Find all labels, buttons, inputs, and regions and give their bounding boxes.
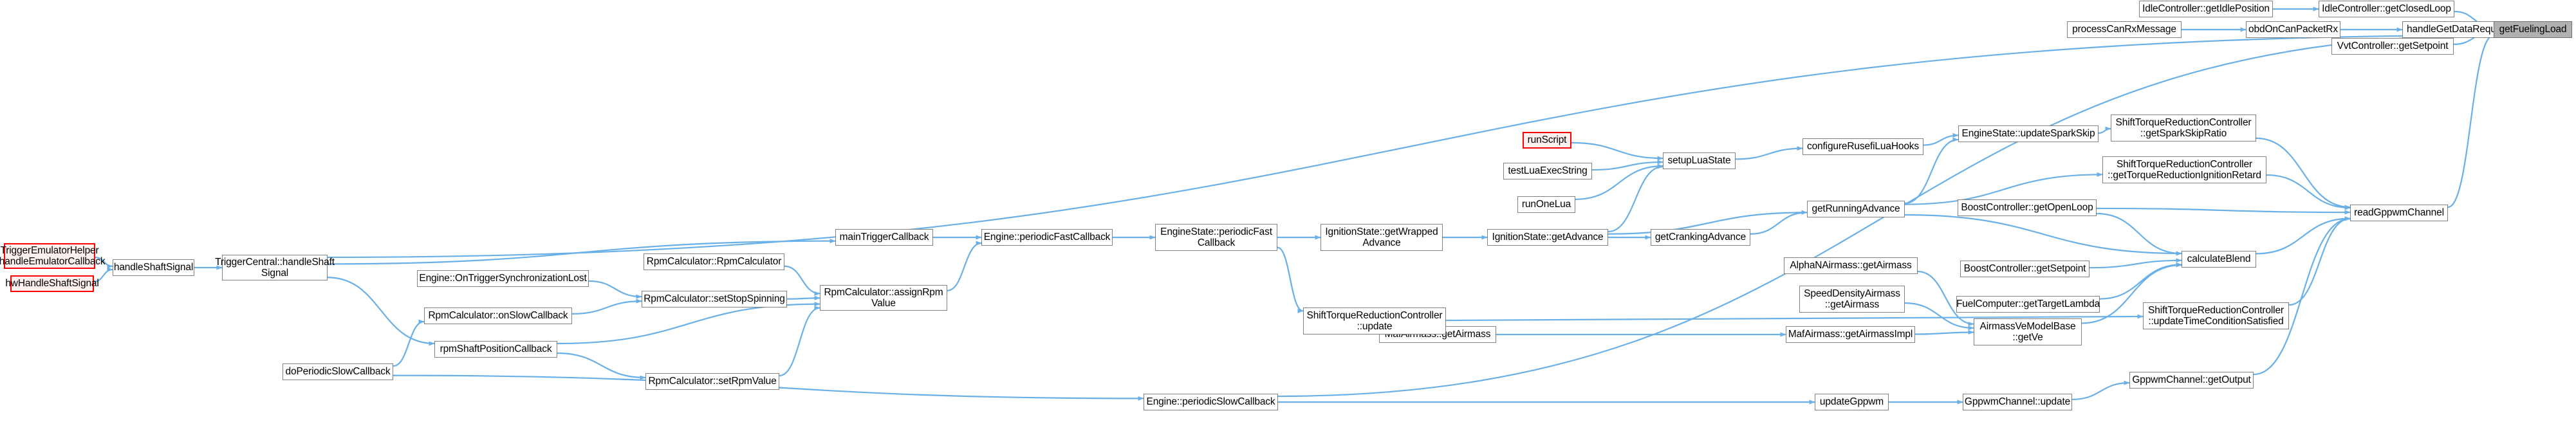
edge-rpmShaftPositionCallback-to-rpmCalculatorAssignRpmValue [557, 302, 820, 345]
edge-configureRusefiLuaHooks-to-engineStateUpdateSparkSkip [1923, 133, 1959, 146]
node-ignitionStateGetAdvance[interactable]: IgnitionState::getAdvance [1487, 229, 1608, 246]
node-shiftTorqueUpdateTimeConditionSatisfied[interactable]: ShiftTorqueReductionController ::updateT… [2143, 302, 2289, 329]
node-idleControllerGetClosedLoop[interactable]: IdleController::getClosedLoop [2319, 1, 2454, 17]
edge-engineOnTriggerSynchronizationLost-to-rpmCalculatorSetStopSpinning [588, 280, 642, 299]
node-getRunningAdvance[interactable]: getRunningAdvance [1807, 201, 1905, 217]
node-vvtControllerGetSetpoint[interactable]: VvtController::getSetpoint [2331, 38, 2454, 55]
node-speedDensityAirmassGetAirmass[interactable]: SpeedDensityAirmass ::getAirmass [1799, 286, 1905, 313]
node-processCanRxMessage[interactable]: processCanRxMessage [2067, 21, 2182, 38]
node-shiftTorqueUpdate[interactable]: ShiftTorqueReductionController ::update [1303, 307, 1446, 335]
node-alphaNAirmassGetAirmass[interactable]: AlphaNAirmass::getAirmass [1784, 257, 1918, 274]
node-idleControllerGetIdlePosition[interactable]: IdleController::getIdlePosition [2139, 1, 2273, 17]
node-testLuaExecString[interactable]: testLuaExecString [1503, 163, 1592, 179]
node-setupLuaState[interactable]: setupLuaState [1663, 152, 1736, 169]
node-runScript[interactable]: runScript [1523, 132, 1571, 149]
edge-mafAirmassGetAirmassImpl-to-airmassVeModelBaseGetVe [1914, 329, 1974, 335]
node-fuelComputerGetTargetLambda[interactable]: FuelComputer::getTargetLambda [1956, 296, 2100, 313]
node-rpmShaftPositionCallback[interactable]: rpmShaftPositionCallback [434, 341, 557, 358]
edge-rpmCalculatorRpmCalculator-to-rpmCalculatorAssignRpmValue [784, 265, 820, 296]
node-triggerEmulatorHelper[interactable]: TriggerEmulatorHelper ::handleEmulatorCa… [0, 243, 106, 269]
node-engineStatePeriodicFastCallback[interactable]: EngineState::periodicFast Callback [1155, 224, 1277, 251]
edge-testLuaExecString-to-setupLuaState [1591, 160, 1663, 171]
edge-rpmCalculatorSetStopSpinning-to-rpmCalculatorAssignRpmValue [786, 295, 820, 300]
edge-ignitionStateGetAdvance-to-setupLuaState [1608, 164, 1663, 233]
node-triggerCentralHandleShaftSignal[interactable]: TriggerCentral::handleShaft Signal [215, 255, 335, 280]
node-getCrankingAdvance[interactable]: getCrankingAdvance [1651, 229, 1750, 246]
node-mafAirmassGetAirmassImpl[interactable]: MafAirmass::getAirmassImpl [1786, 326, 1915, 343]
edge-triggerCentralHandleShaftSignal-to-rpmShaftPositionCallback [327, 277, 435, 346]
node-enginePeriodicSlowCallback[interactable]: Engine::periodicSlowCallback [1144, 394, 1278, 410]
node-gppwmChannelGetOutput[interactable]: GppwmChannel::getOutput [2129, 372, 2254, 389]
edge-shiftTorqueGetTorqueReductionIgnitionRetard-to-readGppwmChannel [2266, 174, 2351, 210]
node-airmassVeModelBaseGetVe[interactable]: AirmassVeModelBase ::getVe [1974, 318, 2082, 345]
edge-engineStateUpdateSparkSkip-to-shiftTorqueGetSparkSkipRatio [2098, 126, 2111, 134]
node-rpmCalculatorRpmCalculator[interactable]: RpmCalculator::RpmCalculator [644, 253, 784, 270]
node-rpmCalculatorSetRpmValue[interactable]: RpmCalculator::setRpmValue [645, 373, 779, 390]
edge-getCrankingAdvance-to-getRunningAdvance [1750, 210, 1808, 235]
node-handleShaftSignal[interactable]: handleShaftSignal [113, 259, 194, 276]
node-hwHandleShaftSignal[interactable]: hwHandleShaftSignal [5, 275, 99, 292]
edge-rpmShaftPositionCallback-to-rpmCalculatorSetRpmValue [557, 352, 646, 380]
node-runOneLua[interactable]: runOneLua [1517, 196, 1575, 213]
edge-engineStatePeriodicFastCallback-to-shiftTorqueUpdate [1277, 246, 1304, 313]
node-shiftTorqueGetSparkSkipRatio[interactable]: ShiftTorqueReductionController ::getSpar… [2111, 115, 2256, 142]
node-rpmCalculatorOnSlowCallback[interactable]: RpmCalculator::onSlowCallback [424, 307, 572, 324]
edge-boostControllerGetOpenLoop-to-readGppwmChannel [2096, 207, 2351, 215]
node-updateGppwm[interactable]: updateGppwm [1815, 394, 1889, 410]
edge-fuelComputerGetTargetLambda-to-calculateBlend [2099, 262, 2182, 300]
node-getFuelingLoad[interactable]: getFuelingLoad [2494, 21, 2572, 38]
node-ignitionStateGetWrappedAdvance[interactable]: IgnitionState::getWrapped Advance [1320, 224, 1443, 251]
node-rpmCalculatorSetStopSpinning[interactable]: RpmCalculator::setStopSpinning [642, 291, 787, 307]
edge-boostControllerGetOpenLoop-to-calculateBlend [2096, 212, 2182, 256]
edge-shiftTorqueGetSparkSkipRatio-to-readGppwmChannel [2256, 137, 2351, 210]
node-mainTriggerCallback[interactable]: mainTriggerCallback [835, 229, 933, 246]
edge-rpmCalculatorSetRpmValue-to-rpmCalculatorAssignRpmValue [779, 306, 820, 377]
edge-rpmCalculatorOnSlowCallback-to-rpmCalculatorSetStopSpinning [571, 298, 642, 315]
node-doPeriodicSlowCallback[interactable]: doPeriodicSlowCallback [283, 363, 393, 380]
edge-runScript-to-setupLuaState [1571, 142, 1663, 161]
node-enginePeriodicFastCallback[interactable]: Engine::periodicFastCallback [981, 229, 1113, 246]
node-configureRusefiLuaHooks[interactable]: configureRusefiLuaHooks [1802, 138, 1923, 155]
node-boostControllerGetOpenLoop[interactable]: BoostController::getOpenLoop [1958, 199, 2097, 216]
edge-calculateBlend-to-readGppwmChannel [2256, 216, 2351, 255]
edge-readGppwmChannel-to-getFuelingLoad [2447, 33, 2494, 208]
edge-gppwmChannelUpdate-to-gppwmChannelGetOutput [2071, 380, 2130, 401]
edge-shiftTorqueUpdateTimeConditionSatisfied-to-readGppwmChannel [2288, 216, 2351, 306]
edge-boostControllerGetSetpoint-to-calculateBlend [2089, 258, 2182, 269]
node-obdOnCanPacketRx[interactable]: obdOnCanPacketRx [2246, 21, 2340, 38]
node-calculateBlend[interactable]: calculateBlend [2182, 251, 2256, 268]
node-engineStateUpdateSparkSkip[interactable]: EngineState::updateSparkSkip [1958, 125, 2099, 142]
edge-gppwmChannelGetOutput-to-readGppwmChannel [2253, 216, 2351, 376]
edge-rpmCalculatorAssignRpmValue-to-enginePeriodicFastCallback [947, 241, 982, 291]
node-gppwmChannelUpdate[interactable]: GppwmChannel::update [1963, 394, 2072, 410]
edge-doPeriodicSlowCallback-to-rpmCalculatorOnSlowCallback [393, 319, 425, 367]
node-boostControllerGetSetpoint[interactable]: BoostController::getSetpoint [1960, 261, 2090, 277]
node-rpmCalculatorAssignRpmValue[interactable]: RpmCalculator::assignRpm Value [820, 285, 947, 311]
node-engineOnTriggerSynchronizationLost[interactable]: Engine::OnTriggerSynchronizationLost [417, 270, 589, 287]
node-readGppwmChannel[interactable]: readGppwmChannel [2350, 205, 2448, 221]
edge-setupLuaState-to-configureRusefiLuaHooks [1735, 146, 1803, 160]
node-shiftTorqueGetTorqueReductionIgnitionRetard[interactable]: ShiftTorqueReductionController ::getTorq… [2102, 156, 2266, 183]
edge-getRunningAdvance-to-calculateBlend [1904, 214, 2182, 256]
